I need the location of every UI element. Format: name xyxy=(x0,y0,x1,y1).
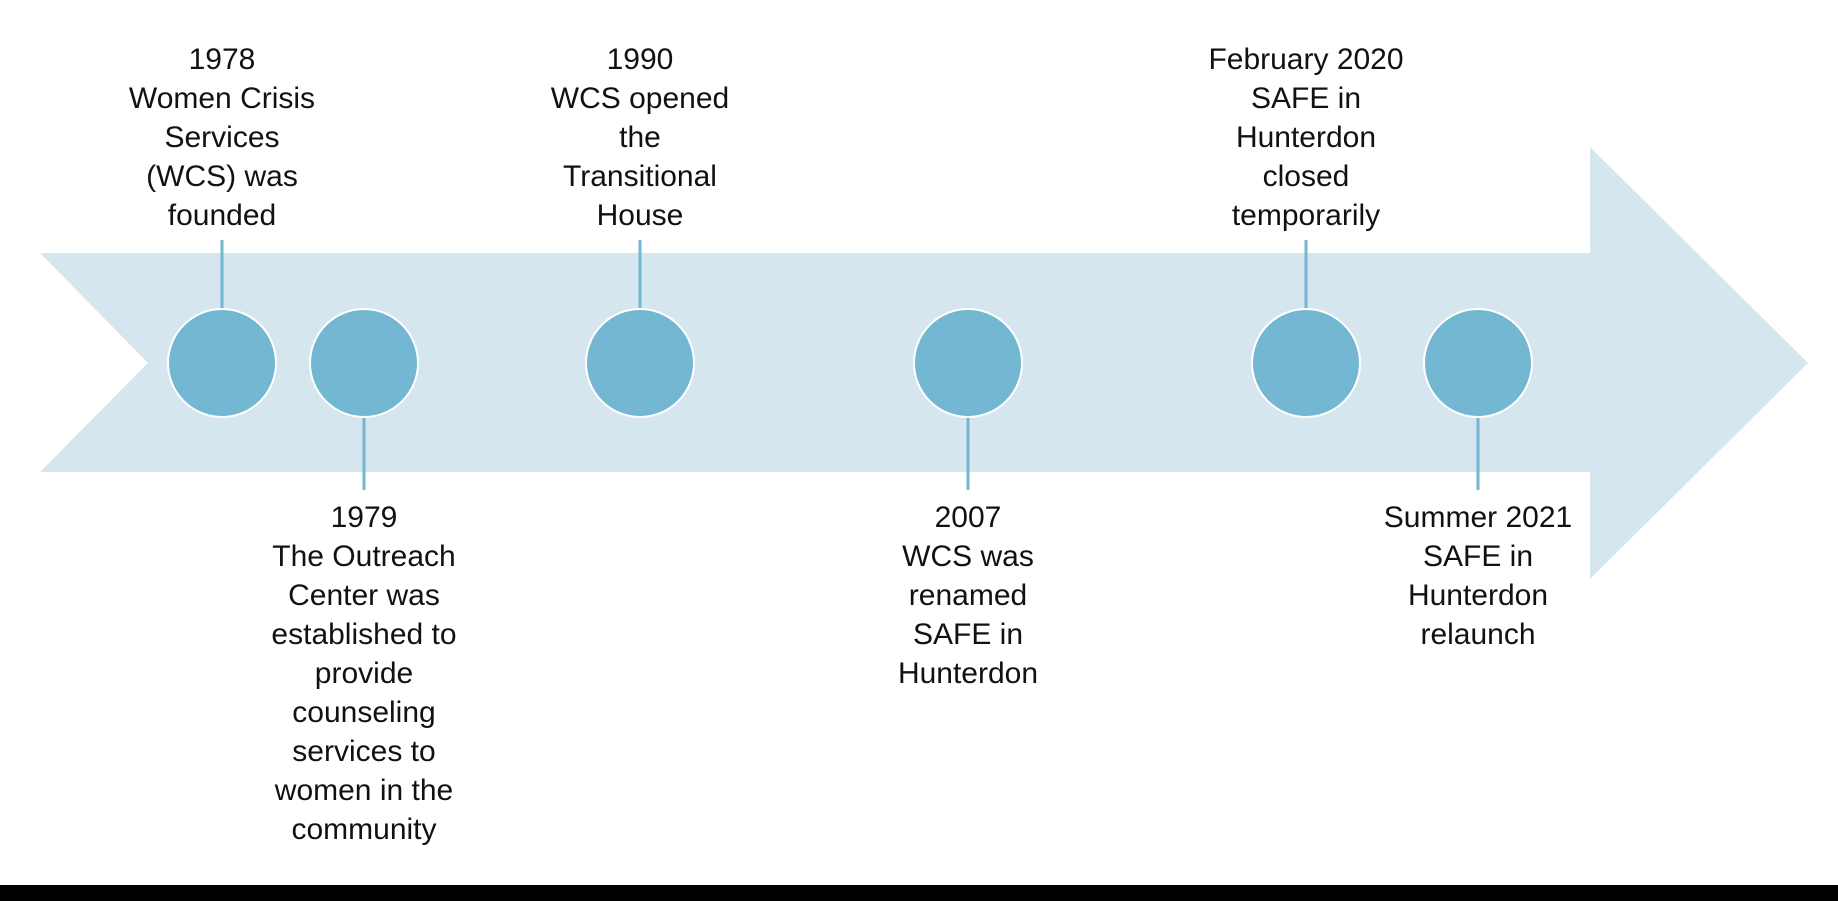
event-text-line: renamed xyxy=(908,579,1028,612)
event-text-line: Transitional xyxy=(563,160,717,193)
bottom-bar xyxy=(0,885,1838,901)
event-text-line: Hunterdon xyxy=(1235,121,1377,154)
event-text-line: Center was xyxy=(288,579,440,612)
milestone-circle-2007 xyxy=(913,308,1023,418)
event-text-line: Hunterdon xyxy=(1407,579,1549,612)
event-date: 2007 xyxy=(934,501,1002,534)
milestone-circle-1990 xyxy=(585,308,695,418)
milestone-circle-1979 xyxy=(309,308,419,418)
milestone-markers xyxy=(167,308,1533,418)
event-text-line: SAFE in xyxy=(1250,82,1362,115)
event-text-line: services to xyxy=(292,735,436,768)
event-text-line: (WCS) was xyxy=(146,160,298,193)
event-text-line: SAFE in xyxy=(912,618,1024,651)
event-text-line: founded xyxy=(167,199,277,232)
event-text-line: The Outreach xyxy=(272,540,456,573)
event-text-line: relaunch xyxy=(1420,618,1536,651)
event-text-line: temporarily xyxy=(1231,199,1381,232)
event-date: Summer 2021 xyxy=(1383,501,1573,534)
event-text-line: SAFE in xyxy=(1422,540,1534,573)
milestone-circle-summer-2021 xyxy=(1423,308,1533,418)
event-date: 1979 xyxy=(330,501,398,534)
event-text-line: House xyxy=(596,199,684,232)
event-text-line: established to xyxy=(271,618,457,651)
event-text-line: Services xyxy=(164,121,280,154)
event-text-line: WCS was xyxy=(902,540,1034,573)
event-text-line: closed xyxy=(1262,160,1350,193)
event-text-line: community xyxy=(291,813,437,846)
event-text-line: Hunterdon xyxy=(897,657,1039,690)
event-date: February 2020 xyxy=(1208,43,1404,76)
event-date: 1990 xyxy=(606,43,674,76)
event-text-line: women in the xyxy=(274,774,454,807)
event-date: 1978 xyxy=(188,43,256,76)
milestone-circle-1978 xyxy=(167,308,277,418)
event-text-line: counseling xyxy=(292,696,436,729)
milestone-circle-february-2020 xyxy=(1251,308,1361,418)
event-text-line: Women Crisis xyxy=(128,82,316,115)
event-text-line: provide xyxy=(314,657,414,690)
connector-lines xyxy=(220,240,1480,490)
event-text-line: the xyxy=(619,121,661,154)
event-text-line: WCS opened xyxy=(550,82,730,115)
